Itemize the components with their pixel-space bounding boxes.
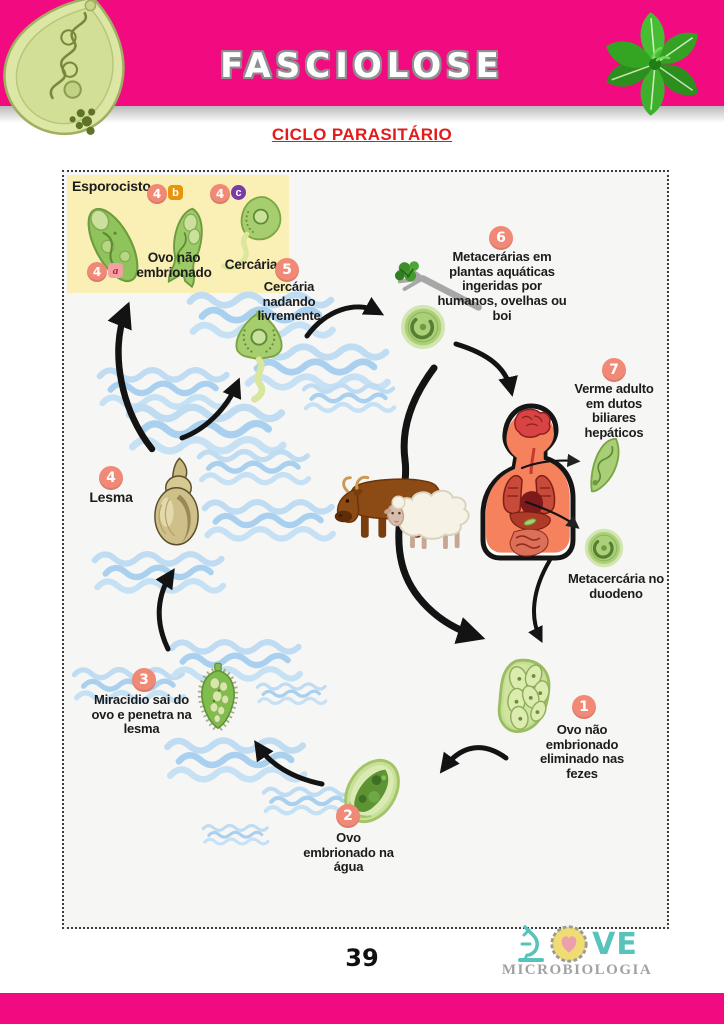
badge-4a-letter: a (108, 263, 123, 278)
legend-ovo-label: Ovo não embrionado (136, 250, 212, 281)
step-4-badge: 4 (99, 466, 123, 490)
step-5-badge: 5 (275, 258, 299, 282)
embryonated-egg-illustration (344, 758, 400, 824)
step-3-label: Miracidio sai do ovo e penetra na lesma (91, 692, 192, 737)
step-2-badge: 2 (336, 804, 360, 828)
logo-microbiologia-text: MICROBIOLOGIA (501, 962, 653, 978)
liver-fluke-illustration (3, 0, 125, 136)
miracidium-illustration (197, 662, 239, 734)
human-body-illustration (480, 403, 576, 561)
step-4-label: Lesma (89, 489, 133, 505)
unembryonated-egg-illustration (497, 658, 551, 733)
step-5-label: Cercária nadando livremente (257, 279, 321, 324)
step-1-label: Ovo não embrionado eliminado nas fezes (539, 722, 625, 782)
life-cycle-diagram: Esporocisto Ovo não embrionado Cercária … (62, 170, 669, 929)
redia-illustration (167, 207, 203, 289)
page-subtitle: CICLO PARASITÁRIO (271, 125, 453, 144)
step-7-label: Verme adulto em dutos biliares hepáticos (574, 381, 654, 441)
logo-ve-text: VE (592, 926, 638, 962)
footer-band (0, 993, 724, 1024)
swimming-cercaria-illustration (235, 310, 283, 403)
cercaria-illustration (221, 196, 282, 271)
mint-leaves-illustration (606, 12, 698, 116)
badge-4b-number: 4 (147, 184, 167, 204)
page-number: 39 (345, 944, 379, 972)
step-2-label: Ovo embrionado na água (303, 830, 394, 875)
step-7-badge: 7 (602, 358, 626, 382)
petri-dish-heart-icon (550, 925, 588, 963)
step-1-badge: 1 (572, 695, 596, 719)
cycle-arrows (107, 297, 581, 787)
page-title: FASCIOLOSE (220, 46, 504, 86)
snail-illustration (154, 457, 199, 546)
badge-4a-number: 4 (87, 262, 107, 282)
fork-with-plants-icon (394, 261, 482, 311)
legend-esporocisto-label: Esporocisto (72, 178, 151, 194)
step-3-badge: 3 (132, 668, 156, 692)
badge-4b-letter: b (168, 185, 183, 200)
love-microbiologia-logo: VE MICROBIOLOGIA (492, 922, 662, 979)
badge-4c-number: 4 (210, 184, 230, 204)
metacercaria-duodeno-label: Metacercária no duodeno (568, 571, 664, 601)
step-6-badge: 6 (489, 226, 513, 250)
microscope-icon (518, 925, 545, 962)
adult-worm-illustration (590, 437, 620, 493)
step-6-label: Metacerárias em plantas aquáticas ingeri… (437, 249, 567, 323)
header-shadow (0, 106, 724, 126)
badge-4c-letter: c (231, 185, 246, 200)
sheep-illustration (384, 489, 470, 550)
legend-cercaria-label: Cercária (224, 257, 278, 272)
